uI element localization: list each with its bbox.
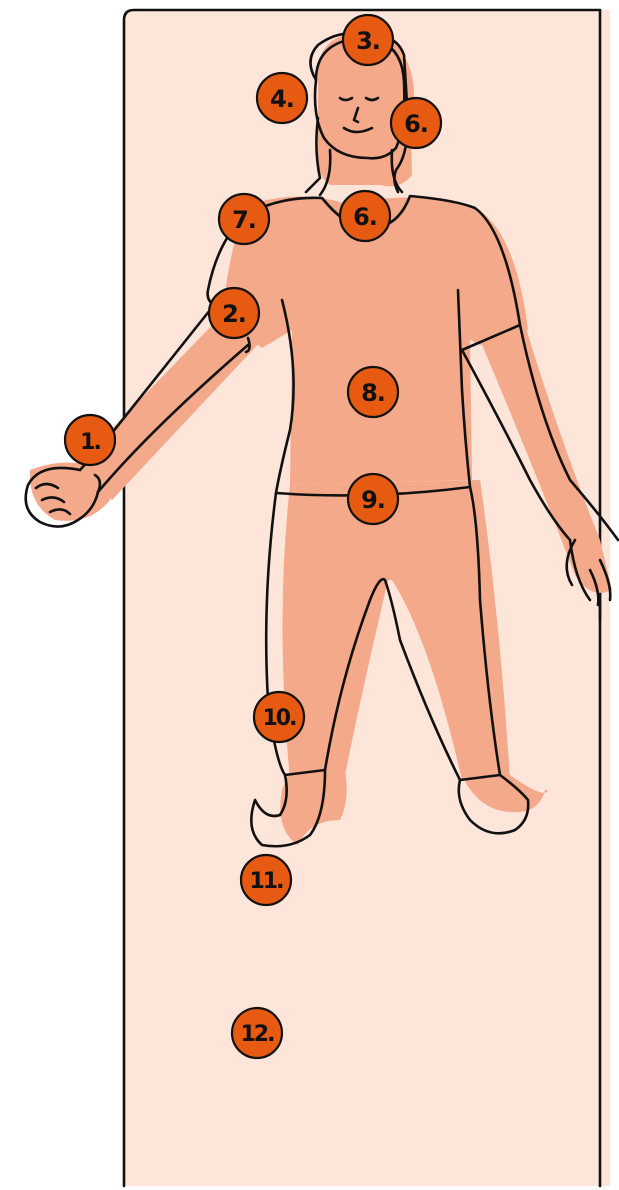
marker-10: 10. [254, 692, 304, 742]
marker-3: 3. [343, 15, 393, 65]
marker-1: 1. [65, 415, 115, 465]
marker-8: 8. [348, 367, 398, 417]
marker-11: 11. [241, 855, 291, 905]
marker-4: 4. [257, 73, 307, 123]
marker-9: 9. [348, 474, 398, 524]
marker-12-label: 12. [241, 1022, 275, 1047]
marker-2-label: 2. [222, 300, 246, 328]
marker-6b-label: 6. [353, 203, 377, 231]
marker-6a: 6. [391, 98, 441, 148]
marker-1-label: 1. [80, 430, 100, 455]
marker-11-label: 11. [250, 869, 284, 894]
marker-7-label: 7. [232, 206, 256, 234]
marker-10-label: 10. [263, 706, 297, 731]
marker-2: 2. [209, 288, 259, 338]
marker-8-label: 8. [361, 379, 385, 407]
marker-3-label: 3. [356, 27, 380, 55]
marker-6a-label: 6. [404, 110, 428, 138]
marker-9-label: 9. [361, 486, 385, 514]
marker-4-label: 4. [270, 85, 294, 113]
marker-12: 12. [232, 1008, 282, 1058]
marker-6b: 6. [340, 191, 390, 241]
marker-7: 7. [219, 194, 269, 244]
